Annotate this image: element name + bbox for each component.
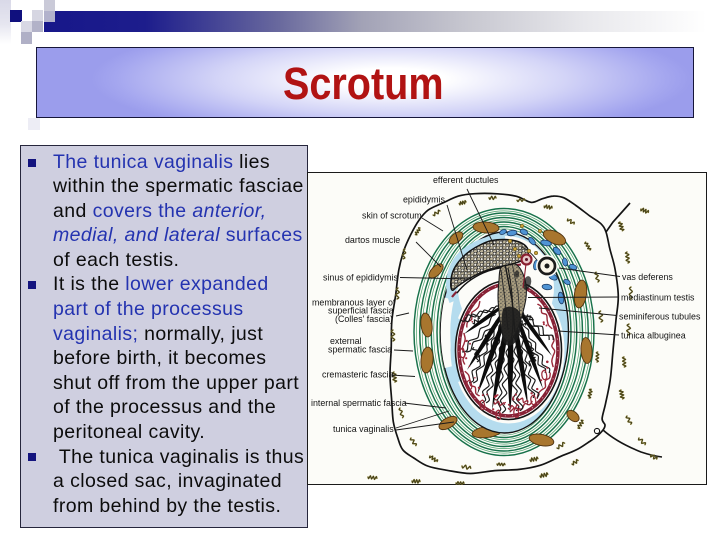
svg-text:seminiferous tubules: seminiferous tubules bbox=[619, 312, 701, 322]
svg-text:membranous layer of: membranous layer of bbox=[312, 298, 396, 308]
svg-text:skin of scrotum: skin of scrotum bbox=[362, 211, 422, 221]
svg-text:cremasteric fascia: cremasteric fascia bbox=[322, 370, 394, 380]
svg-text:dartos muscle: dartos muscle bbox=[345, 235, 400, 245]
svg-text:(Colles' fascia): (Colles' fascia) bbox=[335, 314, 393, 324]
svg-text:efferent ductules: efferent ductules bbox=[433, 175, 499, 185]
svg-text:tunica albuginea: tunica albuginea bbox=[621, 331, 686, 341]
svg-text:spermatic fascia: spermatic fascia bbox=[328, 345, 392, 355]
svg-text:epididymis: epididymis bbox=[403, 195, 445, 205]
svg-text:sinus of epididymis: sinus of epididymis bbox=[323, 273, 399, 283]
svg-text:superficial fascia: superficial fascia bbox=[328, 306, 394, 316]
svg-text:tunica vaginalis: tunica vaginalis bbox=[333, 424, 394, 434]
svg-text:external: external bbox=[330, 336, 362, 346]
svg-text:vas deferens: vas deferens bbox=[622, 272, 673, 282]
svg-text:mediastinum testis: mediastinum testis bbox=[621, 293, 695, 303]
svg-text:internal spermatic fascia: internal spermatic fascia bbox=[311, 398, 407, 408]
